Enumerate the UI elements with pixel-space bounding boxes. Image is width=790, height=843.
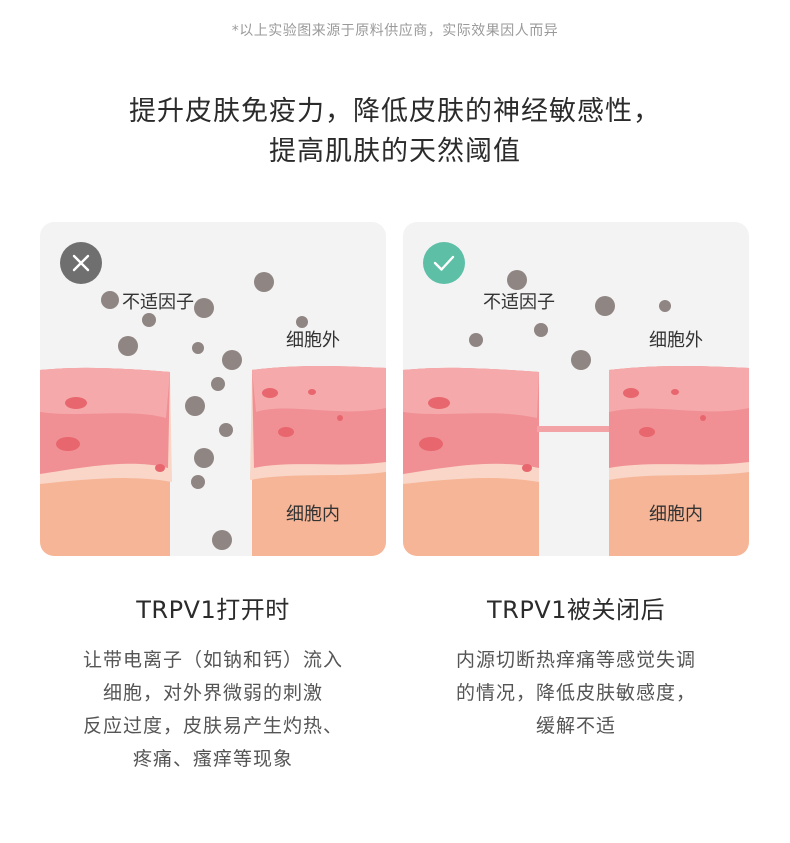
label-extracellular: 细胞外 xyxy=(286,330,340,351)
description-line: 内源切断热痒痛等感觉失调 xyxy=(455,649,696,671)
disclaimer-text: *以上实验图来源于原料供应商，实际效果因人而异 xyxy=(231,23,559,39)
label-intracellular: 细胞内 xyxy=(649,504,703,525)
check-icon xyxy=(423,242,465,284)
closed-channel-bridge xyxy=(537,426,611,432)
headline-line-1: 提升皮肤免疫力，降低皮肤的神经敏感性， xyxy=(129,96,661,127)
label-discomfort-factor: 不适因子 xyxy=(483,292,555,313)
panel-channel-closed: 不适因子 细胞外 细胞内 xyxy=(403,222,749,556)
description-line: 细胞，对外界微弱的刺激 xyxy=(102,682,323,704)
description-line: 缓解不适 xyxy=(535,715,616,737)
particle-group xyxy=(101,272,308,550)
description-line: 反应过度，皮肤易产生灼热、 xyxy=(82,715,343,737)
description-line: 让带电离子（如钠和钙）流入 xyxy=(82,649,343,671)
description-channel-closed: 内源切断热痒痛等感觉失调 的情况，降低皮肤敏感度， 缓解不适 xyxy=(403,644,749,743)
skin-block-left xyxy=(40,367,172,556)
description-line: 的情况，降低皮肤敏感度， xyxy=(455,682,696,704)
skin-block-right xyxy=(609,366,749,556)
description-channel-open: 让带电离子（如钠和钙）流入 细胞，对外界微弱的刺激 反应过度，皮肤易产生灼热、 … xyxy=(40,644,386,776)
label-intracellular: 细胞内 xyxy=(286,504,340,525)
skin-illustration-closed xyxy=(403,270,749,556)
label-discomfort-factor: 不适因子 xyxy=(122,292,194,313)
title-channel-open: TRPV1打开时 xyxy=(136,596,290,624)
close-icon xyxy=(60,242,102,284)
headline: 提升皮肤免疫力，降低皮肤的神经敏感性， 提高肌肤的天然阈值 xyxy=(0,92,790,172)
skin-block-right xyxy=(250,366,386,556)
title-channel-closed: TRPV1被关闭后 xyxy=(487,596,665,624)
panel-channel-open: 不适因子 细胞外 细胞内 xyxy=(40,222,386,556)
headline-line-2: 提高肌肤的天然阈值 xyxy=(269,136,521,167)
label-extracellular: 细胞外 xyxy=(649,330,703,351)
skin-block-left xyxy=(403,367,539,556)
skin-illustration-open xyxy=(40,272,386,556)
particle-group xyxy=(469,270,671,370)
description-line: 疼痛、瘙痒等现象 xyxy=(132,748,293,770)
